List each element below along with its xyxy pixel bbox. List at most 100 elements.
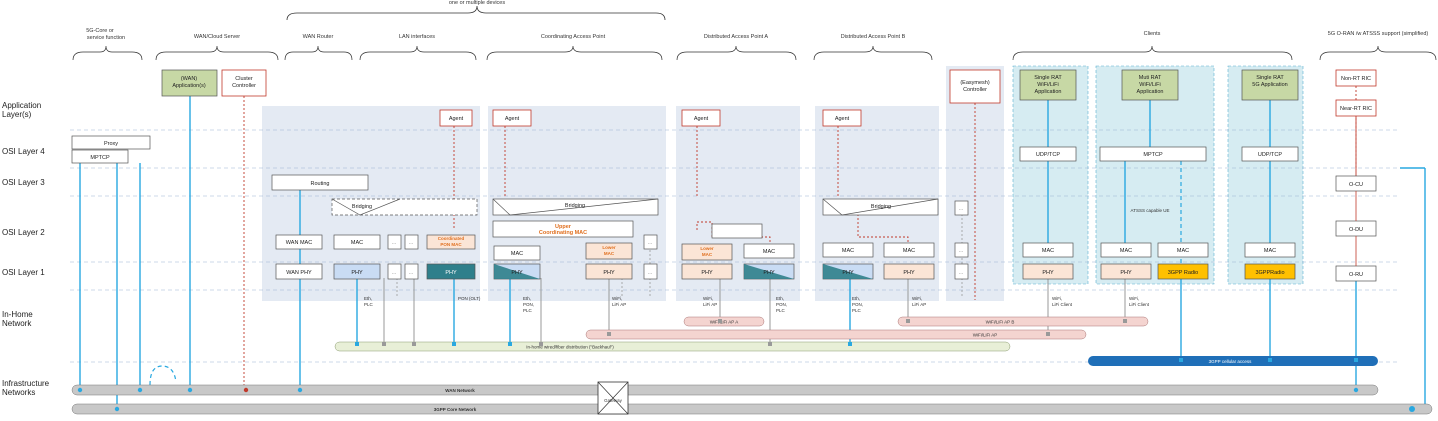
dap-b-phy2-label: PHY: [903, 270, 915, 276]
em-dots-1-text: ...: [959, 206, 963, 211]
easymesh-controller-label: (Easymesh)Controller: [960, 80, 990, 93]
client2-mptcp-label: MPTCP: [1143, 152, 1163, 158]
client3-udp-tcp-box: [1241, 146, 1299, 162]
client2-mptcp-box: [1099, 146, 1207, 162]
agent-lan-box: [439, 109, 473, 127]
client2-phy-box: [1100, 263, 1152, 280]
media-wifi-ap-cap: WiFi,LiFi AP: [612, 296, 626, 307]
dap-b-phy2-box: [883, 263, 935, 280]
client2-mac1-label: MAC: [1120, 248, 1132, 254]
3gpp-access-label: 3GPP cellular access: [1209, 359, 1252, 364]
dap-a-phy1-label: PHY: [701, 270, 713, 276]
dap-a-mac-box: [743, 243, 795, 259]
row-l2-label: OSI Layer 2: [2, 228, 45, 237]
routing-box: [271, 174, 369, 191]
cap-phy2-label: PHY: [603, 270, 615, 276]
dap-b-mac2-label: MAC: [903, 248, 915, 254]
dap-b-mac1-box: [822, 242, 874, 258]
l1-boxes: WAN PHY PHY ... ... PHY PHY PHY ... PHY …: [275, 263, 1296, 280]
client1-udp-tcp-label: UDP/TCP: [1036, 152, 1060, 158]
media-eth-plc: Eth,PLC: [364, 296, 374, 307]
bridging-lan-box: [331, 198, 478, 216]
wan-phy-label: WAN PHY: [286, 270, 312, 276]
wan-app-box: [161, 69, 218, 97]
mac-dots-1: [387, 234, 402, 250]
bridging-lan: Bridging: [331, 198, 478, 216]
media-pon-olt: PON (OLT): [458, 296, 481, 301]
wifi-ap-a-bus: [683, 316, 765, 327]
client3-3gpp-radio-box: [1244, 263, 1296, 280]
lan-mac-label: MAC: [351, 240, 363, 246]
phy-dots-1-text: ...: [392, 270, 396, 275]
phy-dots-1: [387, 263, 402, 280]
agent-dap-a-box: [681, 109, 721, 127]
col-cap-label: Coordinating Access Point: [541, 34, 606, 40]
em-dots-1: [954, 200, 969, 216]
media-wifi-ap-dap-b: WiFi,LiFi AP: [912, 296, 926, 307]
col-dap-b-label: Distributed Access Point B: [841, 34, 906, 40]
proxy-box: [71, 135, 151, 150]
col-wan-cloud-label: WAN/Cloud Server: [194, 34, 240, 40]
wan-mac-box: [275, 234, 323, 250]
phy-dots-2-text: ...: [409, 270, 413, 275]
core-network-bus: [71, 403, 1433, 415]
backhaul-label: In-home wired/fiber distribution ("Backh…: [526, 345, 614, 350]
media-wifi-client-1: WiFi,LiFi Client: [1052, 296, 1073, 307]
client2-mac2-label: MAC: [1177, 248, 1189, 254]
bridging-cap: Bridging: [492, 198, 659, 216]
odu-label: O-DU: [1349, 227, 1363, 233]
cap-phy1-label: PHY: [511, 270, 523, 276]
pon-phy-label: PHY: [445, 270, 457, 276]
nearrt-ric-label: Near-RT RIC: [1340, 106, 1372, 112]
mac-dots-2: [404, 234, 419, 250]
ocu-label: O-CU: [1349, 182, 1363, 188]
inhome-buses: WiFi/LiFi AP A WiFi/LiFi AP B WiFi/LiFi …: [334, 316, 1378, 366]
cap-phy-dots-text: ...: [648, 270, 652, 275]
col-wan-router-label: WAN Router: [303, 34, 334, 40]
mac-dots-1-text: ...: [392, 240, 396, 245]
phy-dots-2: [404, 263, 419, 280]
control-links: [243, 86, 1357, 392]
cap-mac-dots: [643, 234, 658, 250]
bridging-cap-label: Bridging: [565, 203, 585, 209]
agent-dap-b-label: Agent: [835, 116, 850, 122]
em-phy-dots-text: ...: [959, 270, 963, 275]
cap-mac-dots-text: ...: [648, 240, 652, 245]
nearrt-ric-box: [1335, 99, 1377, 117]
cap-mac-box: [493, 245, 541, 261]
media-eth-pon-plc-dap-b: Eth,PON,PLC: [852, 296, 863, 313]
row-l4-label: OSI Layer 4: [2, 147, 45, 156]
client1-mac-label: MAC: [1042, 248, 1054, 254]
backhaul-bus: [334, 341, 1011, 352]
client3-mac-label: MAC: [1264, 248, 1276, 254]
top-brace: [286, 5, 666, 21]
bridging-dap-b: Bridging: [822, 198, 939, 216]
coord-pon-mac-box: [426, 234, 476, 250]
wifi-ap-a-label: WiFi/LiFi AP A: [710, 320, 738, 325]
lan-phy-box: [333, 263, 381, 280]
3gpp-access-bus: [1088, 356, 1378, 366]
client2-phy-label: PHY: [1120, 270, 1132, 276]
upper-mac-box: [492, 220, 634, 238]
col-lan-if-label: LAN interfaces: [399, 34, 435, 40]
gateway-label: Gateway: [604, 398, 623, 403]
pon-phy-box: [426, 263, 476, 280]
media-eth-pon-plc-cap: Eth,PON,PLC: [523, 296, 534, 313]
media-labels: Eth,PLC PON (OLT) Eth,PON,PLC WiFi,LiFi …: [364, 296, 1150, 313]
infra-networks: WAN Network 3GPP Core Network Gateway: [71, 381, 1433, 415]
row-l1-label: OSI Layer 1: [2, 268, 45, 277]
cap-phy2-box: [585, 263, 633, 280]
client3-3gpp-radio-label: 3GPPRadio: [1255, 270, 1284, 276]
client1-phy-box: [1022, 263, 1074, 280]
wan-phy-box: [275, 263, 323, 280]
